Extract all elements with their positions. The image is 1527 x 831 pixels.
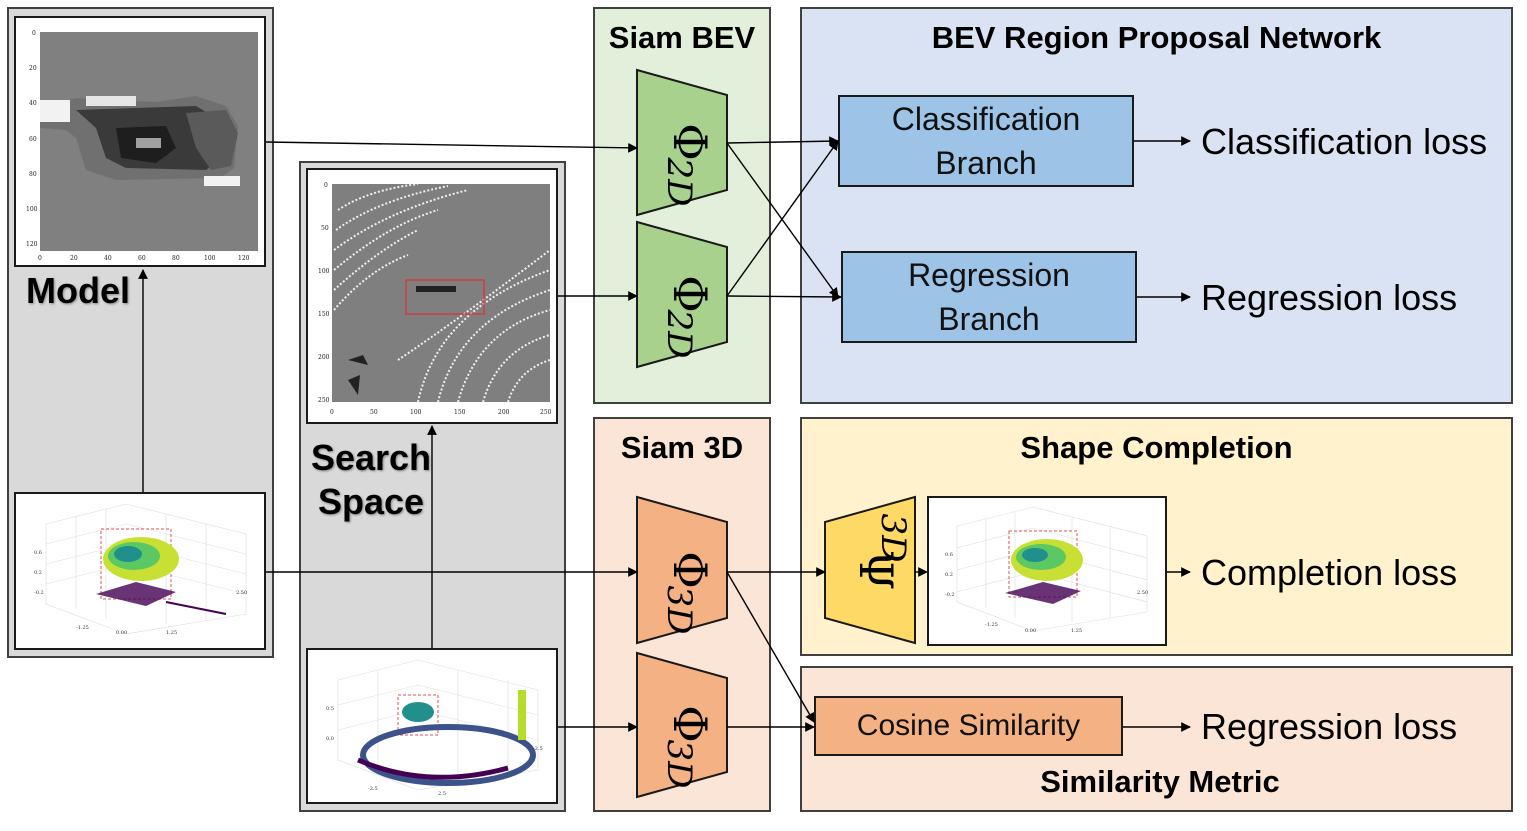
model-axis-ticks: 0 20 40 60 80 100 120 0 20 40 60 80 100 120 (26, 30, 250, 262)
svg-text:40: 40 (29, 100, 37, 107)
siam-bev-title: Siam BEV (608, 20, 756, 55)
svg-text:0.0: 0.0 (326, 736, 334, 742)
model-pointcloud-image: 0.6 0.2 -0.2 -1.25 0.00 1.25 2.50 (14, 492, 266, 650)
svg-text:0.00: 0.00 (116, 630, 127, 636)
svg-text:120: 120 (238, 255, 250, 262)
svg-text:-1.25: -1.25 (76, 625, 89, 631)
regression-branch-box: Regression Branch (841, 251, 1137, 343)
svg-text:50: 50 (370, 409, 378, 416)
svg-text:50: 50 (321, 225, 329, 232)
svg-text:150: 150 (454, 409, 466, 416)
search-axis-ticks: 0 50 100 150 200 250 0 50 100 150 200 250 (318, 182, 552, 416)
svg-text:0.2: 0.2 (34, 570, 42, 576)
svg-text:0.6: 0.6 (945, 552, 953, 558)
svg-text:120: 120 (26, 241, 38, 248)
svg-text:200: 200 (498, 409, 510, 416)
svg-text:0.2: 0.2 (945, 572, 953, 578)
svg-text:0: 0 (38, 255, 42, 262)
svg-text:80: 80 (29, 171, 37, 178)
svg-text:0.00: 0.00 (1025, 628, 1036, 634)
svg-text:-2.5: -2.5 (368, 786, 378, 792)
svg-text:100: 100 (204, 255, 216, 262)
completion-pointcloud-image: 0.6 0.2 -0.2 -1.25 0.00 1.25 2.50 (927, 496, 1167, 646)
siam-bev-panel (593, 7, 771, 404)
svg-text:-0.2: -0.2 (34, 590, 44, 596)
model-bev-image: 0 20 40 60 80 100 120 0 20 40 60 80 100 120 (14, 16, 266, 267)
svg-text:20: 20 (70, 255, 78, 262)
svg-text:60: 60 (29, 136, 37, 143)
svg-text:0: 0 (324, 182, 328, 189)
svg-text:100: 100 (318, 268, 330, 275)
svg-text:150: 150 (318, 311, 330, 318)
svg-text:0.5: 0.5 (326, 706, 334, 712)
svg-text:2.5: 2.5 (438, 791, 446, 797)
similarity-regression-loss-label: Regression loss (1201, 706, 1458, 747)
model-label: Model (26, 270, 130, 311)
bev-rpn-title: BEV Region Proposal Network (931, 20, 1382, 55)
svg-text:80: 80 (172, 255, 180, 262)
similarity-metric-title: Similarity Metric (1040, 764, 1280, 799)
svg-text:200: 200 (318, 354, 330, 361)
svg-text:1.25: 1.25 (1071, 628, 1082, 634)
svg-text:60: 60 (138, 255, 146, 262)
svg-text:250: 250 (318, 397, 330, 404)
classification-loss-label: Classification loss (1201, 121, 1488, 162)
svg-text:2.50: 2.50 (1137, 590, 1148, 596)
search-pointcloud-image: 0.5 0.0 -2.5 2.5 -2.5 (306, 648, 558, 804)
svg-text:100: 100 (26, 206, 38, 213)
search-space-label: Search Space (310, 437, 432, 522)
bev-rpn-panel (800, 7, 1513, 404)
svg-text:-1.25: -1.25 (985, 622, 998, 628)
svg-text:100: 100 (410, 409, 422, 416)
completion-loss-label: Completion loss (1201, 552, 1458, 593)
svg-text:40: 40 (104, 255, 112, 262)
svg-text:-0.2: -0.2 (945, 592, 955, 598)
shape-completion-title: Shape Completion (1020, 430, 1293, 465)
svg-text:0: 0 (330, 409, 334, 416)
svg-text:20: 20 (29, 65, 37, 72)
siam-3d-title: Siam 3D (620, 430, 744, 465)
siam-3d-panel (593, 417, 771, 812)
svg-text:1.25: 1.25 (166, 630, 177, 636)
svg-text:-2.5: -2.5 (533, 746, 543, 752)
cosine-similarity-box: Cosine Similarity (814, 696, 1123, 756)
search-bev-image: 0 50 100 150 200 250 0 50 100 150 200 250 (306, 168, 558, 424)
svg-text:0: 0 (32, 30, 36, 37)
svg-text:250: 250 (540, 409, 552, 416)
svg-text:0.6: 0.6 (34, 550, 42, 556)
regression-loss-label: Regression loss (1201, 277, 1458, 318)
svg-text:2.50: 2.50 (236, 590, 247, 596)
classification-branch-box: Classification Branch (838, 95, 1134, 187)
